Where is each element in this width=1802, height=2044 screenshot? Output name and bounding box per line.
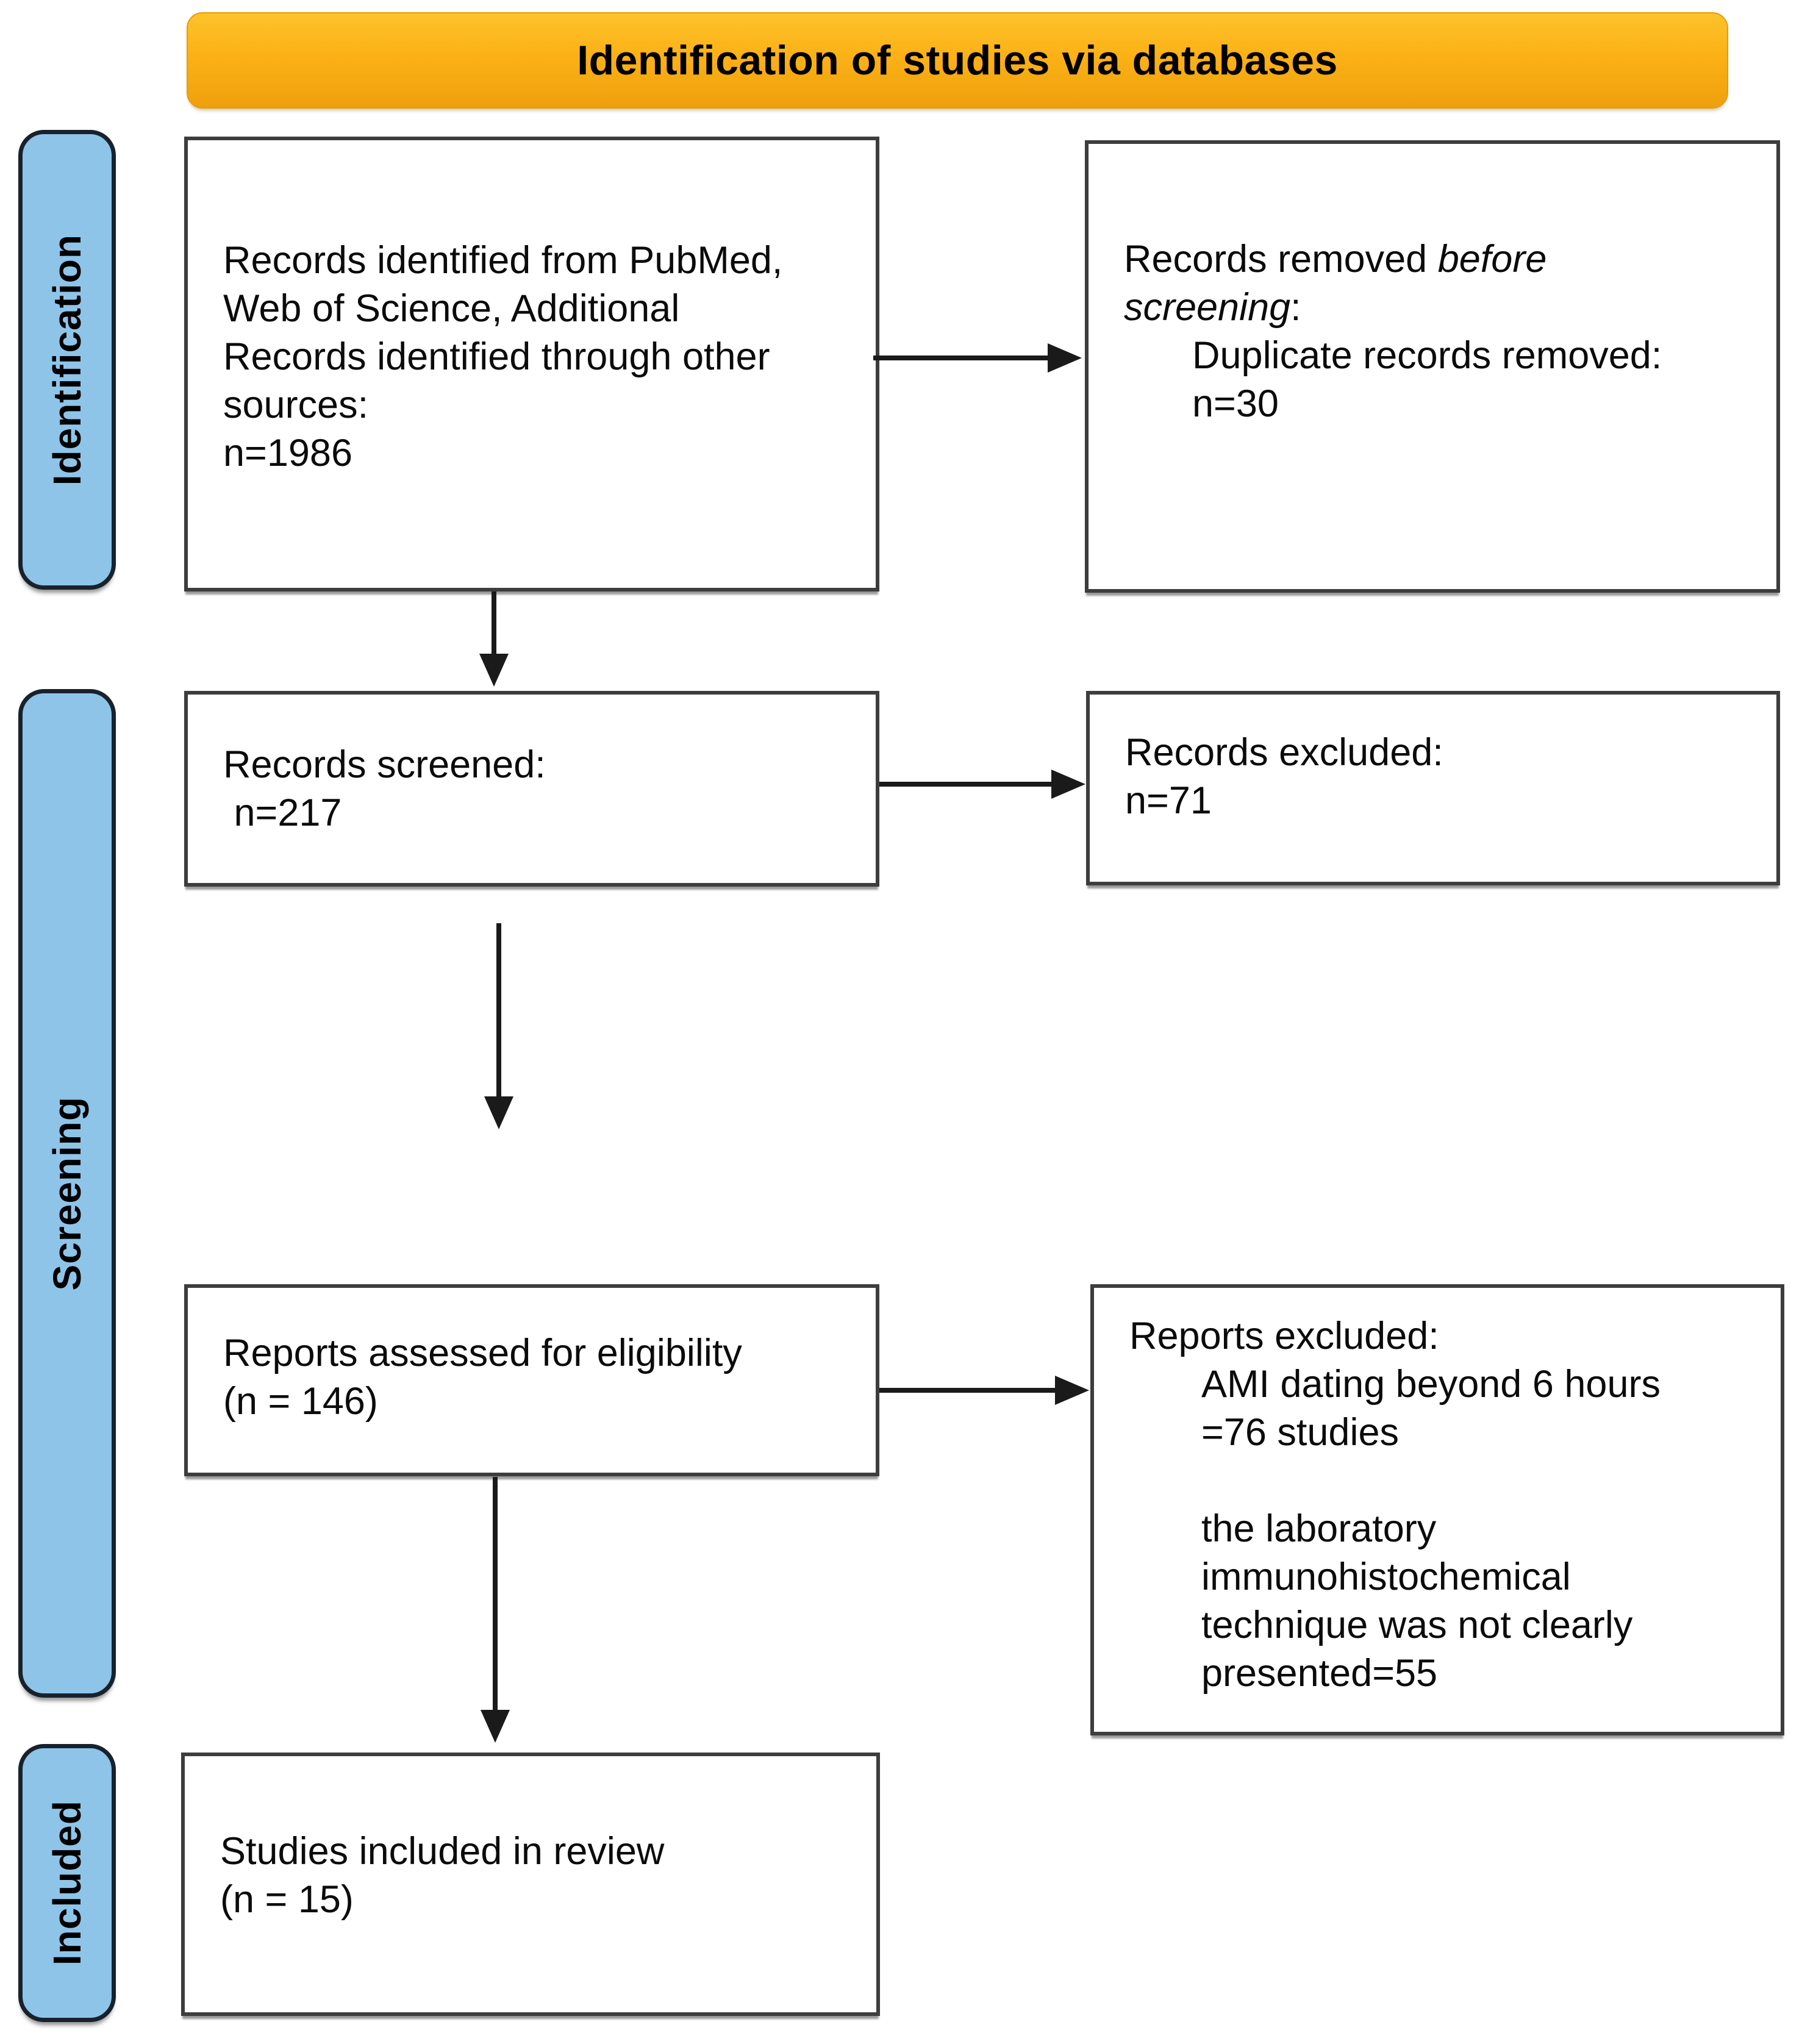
records-removed-line1-normal: Records removed [1124,238,1438,281]
box-records-removed: Records removed before screening: Duplic… [1085,140,1780,593]
records-removed-line2-italic: screening [1124,286,1291,329]
records-removed-line1-italic: before [1437,238,1547,281]
box-reports-assessed: Reports assessed for eligibility (n = 14… [184,1284,879,1476]
box-reports-excluded: Reports excluded: AMI dating beyond 6 ho… [1090,1284,1784,1735]
records-screened-text: Records screened: n=217 [223,743,546,834]
stage-label-identification: Identification [18,130,116,590]
reports-assessed-text: Reports assessed for eligibility (n = 14… [223,1331,742,1423]
records-removed-line2-normal: : [1290,286,1301,329]
stage-label-screening: Screening [18,689,116,1698]
stage-label-included: Included [18,1744,116,2022]
reports-excluded-detail: AMI dating beyond 6 hours =76 studies th… [1201,1363,1661,1695]
records-excluded-text: Records excluded: n=71 [1125,731,1443,822]
records-identified-text: Records identified from PubMed, Web of S… [223,238,783,474]
box-records-screened: Records screened: n=217 [184,691,879,887]
reports-excluded-content: Reports excluded: AMI dating beyond 6 ho… [1094,1288,1781,1698]
stage-identification-text: Identification [45,234,89,486]
arrow-identified-to-screened-icon [479,591,509,687]
box-studies-included: Studies included in review (n = 15) [181,1753,880,2016]
records-removed-line1: Records removed before [1124,235,1762,284]
reports-excluded-heading: Reports excluded: [1129,1315,1439,1357]
arrow-screened-to-assessed-icon [484,923,513,1129]
stage-screening-text: Screening [45,1096,89,1291]
arrow-assessed-to-included-icon [481,1477,510,1743]
studies-included-text: Studies included in review (n = 15) [220,1830,665,1921]
stage-included-text: Included [45,1800,89,1966]
title-banner: Identification of studies via databases [187,12,1728,109]
diagram-title: Identification of studies via databases [577,37,1338,84]
records-removed-content: Records removed before screening: Duplic… [1089,235,1776,498]
arrow-identified-to-removed-icon [873,343,1082,373]
arrow-screened-to-excluded-icon [879,770,1085,799]
arrow-assessed-to-reports-excluded-icon [879,1376,1089,1405]
records-removed-line2: screening: [1124,284,1762,332]
records-removed-detail: Duplicate records removed: n=30 [1192,334,1662,425]
box-records-identified: Records identified from PubMed, Web of S… [184,137,879,591]
box-records-excluded: Records excluded: n=71 [1086,691,1780,885]
